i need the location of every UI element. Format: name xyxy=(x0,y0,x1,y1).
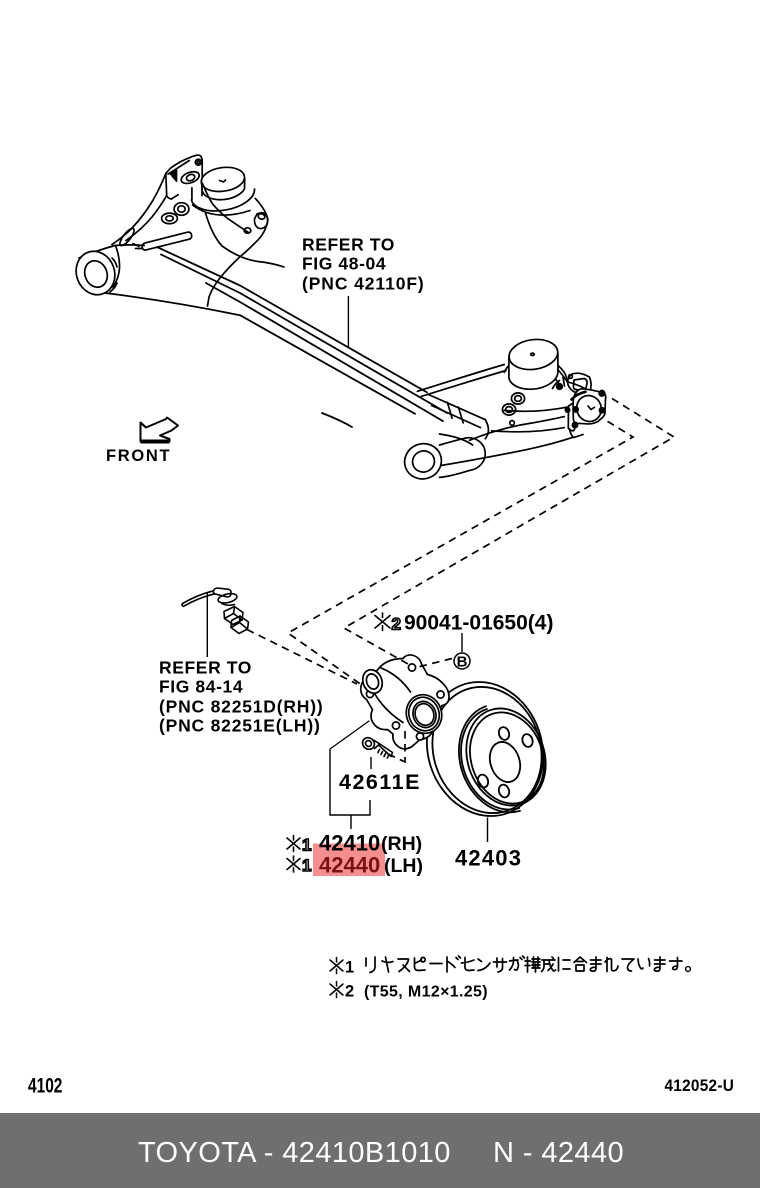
svg-text:42440: 42440 xyxy=(319,853,380,878)
svg-text:42410: 42410 xyxy=(319,831,380,856)
svg-text:2: 2 xyxy=(345,983,354,1001)
svg-text:412052-U: 412052-U xyxy=(665,1078,735,1096)
svg-text:(RH): (RH) xyxy=(381,833,422,855)
svg-text:90041-01650(4): 90041-01650(4) xyxy=(404,612,553,635)
svg-text:1: 1 xyxy=(345,959,354,977)
svg-text:4102: 4102 xyxy=(28,1073,62,1097)
svg-text:(T55, M12×1.25): (T55, M12×1.25) xyxy=(364,984,488,1001)
svg-text:TOYOTA - 42410B1010 N - 42: TOYOTA - 42410B1010 N - 42440 xyxy=(138,1137,624,1169)
svg-text:42611E: 42611E xyxy=(339,770,421,794)
svg-text:REFER TO: REFER TO xyxy=(302,235,395,255)
svg-text:42403: 42403 xyxy=(455,846,522,871)
svg-text:1: 1 xyxy=(302,856,311,875)
svg-text:(LH): (LH) xyxy=(384,855,423,877)
svg-text:1: 1 xyxy=(302,836,311,855)
svg-text:FIG 84-14: FIG 84-14 xyxy=(159,677,243,697)
svg-text:(PNC 82251D(RH)): (PNC 82251D(RH)) xyxy=(159,697,324,717)
svg-text:(PNC 82251E(LH)): (PNC 82251E(LH)) xyxy=(159,716,321,736)
svg-text:FRONT: FRONT xyxy=(106,447,171,465)
svg-text:(PNC 42110F): (PNC 42110F) xyxy=(302,274,425,294)
svg-text:2: 2 xyxy=(392,615,401,634)
svg-text:FIG 48-04: FIG 48-04 xyxy=(302,254,386,274)
svg-text:B: B xyxy=(457,654,468,671)
svg-text:REFER TO: REFER TO xyxy=(159,658,252,678)
